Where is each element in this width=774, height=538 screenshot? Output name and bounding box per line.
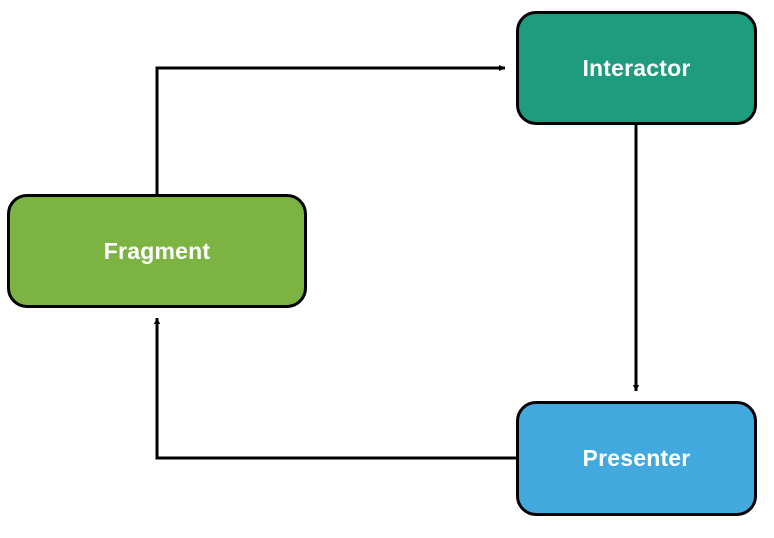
node-fragment[interactable]: Fragment [7,194,307,308]
node-presenter[interactable]: Presenter [516,401,757,516]
node-interactor[interactable]: Interactor [516,11,757,125]
node-interactor-label: Interactor [582,54,691,81]
edge-presenter-to-fragment [153,317,516,460]
edge-fragment-to-interactor [155,64,506,194]
node-fragment-label: Fragment [103,237,211,264]
node-presenter-label: Presenter [582,445,691,471]
